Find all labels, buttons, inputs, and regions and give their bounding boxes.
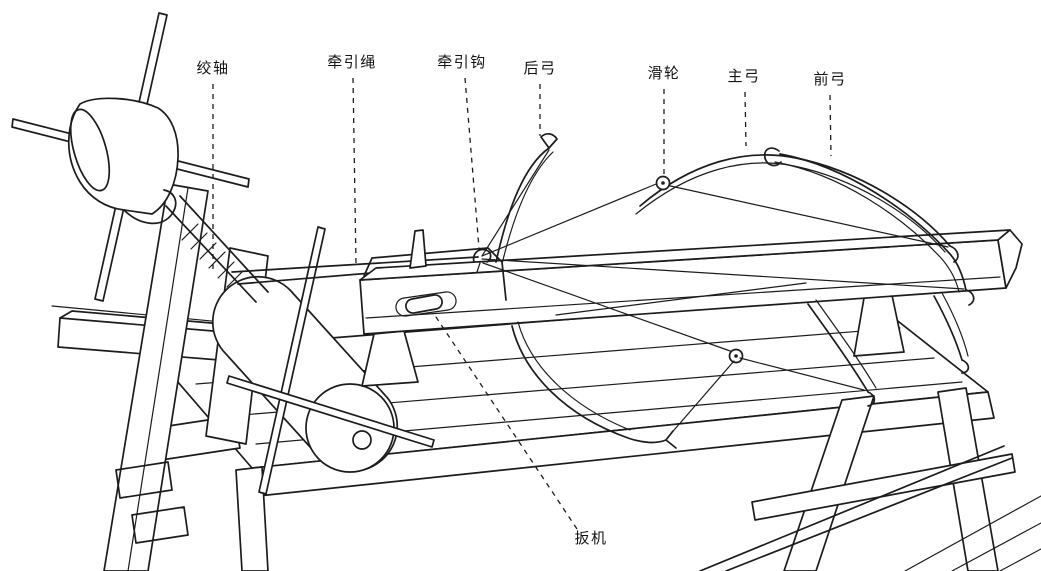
stock-support-right	[853, 294, 905, 357]
leader-main-bow	[744, 91, 747, 147]
bench-brace	[699, 445, 1005, 571]
floor-line	[951, 522, 1041, 571]
winch-shaft	[179, 195, 269, 293]
rear-bow-tip-fork	[540, 133, 558, 149]
coil-tick	[226, 270, 244, 288]
leader-traction-rope	[352, 77, 357, 265]
rear-bow-lower-limb-inner	[517, 321, 631, 431]
stock-support-left	[361, 330, 419, 387]
bowstring	[667, 360, 735, 438]
trigger-slot-end	[445, 291, 457, 311]
trigger-slot-end	[395, 297, 407, 317]
bowstring	[481, 149, 550, 257]
rear-bow-lower-limb	[511, 325, 667, 444]
bench-frame	[151, 295, 1041, 571]
leader-front-bow	[829, 94, 832, 157]
coil-tick	[181, 223, 199, 241]
label-trigger: 扳机	[574, 529, 607, 547]
rear-bow-upper-limb	[495, 147, 550, 263]
ladder-post	[103, 183, 209, 571]
bowstring	[481, 258, 965, 290]
upper-pulley-axle	[661, 181, 665, 185]
front-bow-upper-limb-inner	[774, 161, 960, 293]
coil-tick	[208, 251, 226, 269]
bench-brace	[725, 457, 1013, 571]
bow-system	[481, 133, 975, 449]
trigger-housing	[363, 247, 507, 301]
label-pulley: 滑轮	[647, 64, 680, 82]
windlass-roller	[211, 226, 435, 495]
front-bow-lower-limb	[933, 295, 963, 361]
labels: 绞轴 牵引绳 牵引钩 后弓 滑轮 主弓 前弓 扳机	[196, 53, 846, 547]
label-main-bow: 主弓	[727, 67, 760, 85]
trigger-peg	[405, 294, 443, 314]
front-bow-lower-limb-inner	[941, 292, 969, 357]
traction-hook-tail	[476, 262, 481, 273]
ladder-post-inner-edge	[127, 187, 189, 571]
stock-right-tip	[997, 229, 1023, 289]
leader-traction-hook	[464, 77, 480, 249]
winch-drum-curl	[123, 189, 177, 225]
front-bow-upper-limb	[779, 153, 967, 291]
ladder-rung-hole	[131, 506, 189, 544]
floor-line	[904, 495, 1041, 571]
front-bow-tip-curl-right	[965, 289, 975, 306]
bowstring	[481, 181, 662, 257]
front-bow-lower-tip-curl	[961, 359, 970, 374]
main-bow-upper-limb	[639, 154, 951, 247]
winch-drum-end	[69, 108, 111, 192]
crossbow-stock	[359, 229, 1023, 387]
floor-line	[999, 548, 1041, 571]
winch-assembly	[11, 12, 269, 303]
main-bow-lower-limb-inner	[815, 299, 877, 389]
handspike-horizontal	[226, 375, 435, 448]
bench-stretcher	[751, 453, 1016, 521]
trigger-slot	[395, 291, 457, 317]
label-traction-hook: 牵引钩	[437, 53, 487, 71]
lower-pulley-axle	[734, 354, 738, 358]
traction-rope-line	[231, 256, 479, 273]
bowstring	[482, 262, 734, 353]
label-traction-rope: 牵引绳	[327, 53, 377, 71]
stock-inner-edge	[365, 276, 1001, 319]
roller-axle-hole	[352, 430, 372, 450]
coil-tick	[190, 232, 208, 250]
front-bow-tip-curl-left	[763, 147, 782, 167]
leader-lines	[212, 77, 832, 530]
main-bow-lower-tip-curl	[867, 391, 876, 407]
winch-drum	[67, 97, 179, 215]
label-rear-bow: 后弓	[523, 59, 556, 77]
bowstring	[555, 282, 807, 316]
bowstring	[739, 357, 865, 391]
winch-shaft	[165, 205, 257, 303]
trigger-slot-edge	[403, 291, 447, 299]
sight-peg	[409, 229, 427, 269]
label-front-bow: 前弓	[813, 70, 846, 88]
trigger-slot-edge	[405, 309, 449, 317]
rear-bow-upper-limb-inner	[501, 151, 554, 265]
handspike-vertical	[258, 226, 326, 495]
coil-tick	[217, 261, 235, 279]
label-winch-axle: 绞轴	[196, 59, 229, 77]
leader-trigger	[433, 313, 578, 530]
bowstring	[665, 184, 949, 248]
ladder-rung-hole	[115, 461, 173, 499]
main-bow-lower-limb	[807, 303, 869, 393]
